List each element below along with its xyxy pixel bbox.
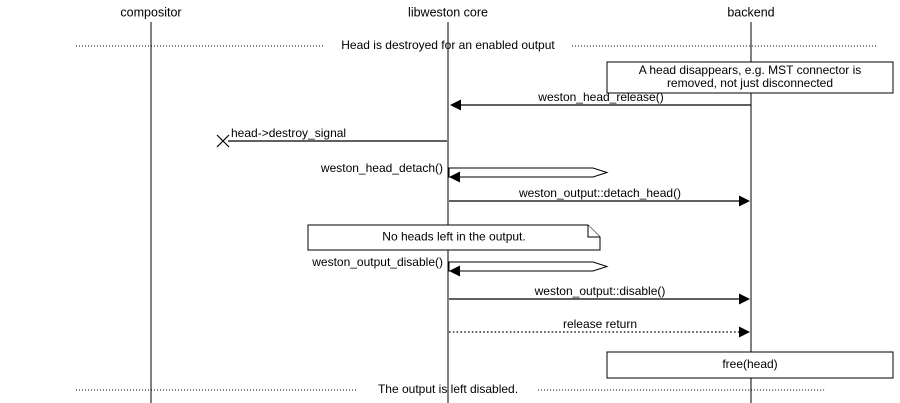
arrowhead-weston-output-disable: [739, 293, 750, 305]
participant-label-backend: backend: [727, 5, 774, 19]
self-loop-shape-weston-output-disable-call: [448, 261, 609, 272]
arrowhead-weston-head-detach: [449, 171, 460, 183]
message-label-weston-output-disable-call: weston_output_disable(): [311, 255, 443, 269]
message-weston-head-release: weston_head_release(): [450, 90, 751, 111]
divider-label-0: Head is destroyed for an enabled output: [341, 38, 555, 52]
message-weston-output-disable-call: weston_output_disable(): [311, 255, 609, 277]
note-mst: A head disappears, e.g. MST connector is…: [606, 61, 894, 94]
message-label-weston-output-disable: weston_output::disable(): [534, 284, 666, 298]
lifelines-layer: compositor libweston core backend: [120, 5, 775, 403]
note-no-heads-fold: [587, 225, 600, 238]
note-no-heads-body: [307, 224, 601, 251]
dividers-layer: Head is destroyed for an enabled outputT…: [76, 38, 878, 396]
message-label-weston-head-release: weston_head_release(): [537, 90, 663, 104]
participant-label-compositor: compositor: [120, 5, 181, 19]
message-label-head-destroy-signal: head->destroy_signal: [231, 126, 346, 140]
messages-layer: weston_head_release() head->destroy_signa…: [216, 90, 751, 338]
note-free-head-line-0: free(head): [722, 357, 777, 371]
participant-label-libweston-core: libweston core: [408, 5, 488, 19]
arrowhead-release-return: [739, 326, 750, 338]
arrowhead-weston-output-detach-head: [739, 195, 750, 207]
message-weston-head-detach: weston_head_detach(): [320, 161, 609, 183]
note-mst-body: [606, 61, 894, 94]
lost-marker-stroke-b: [216, 134, 230, 148]
message-weston-output-detach-head: weston_output::detach_head(): [449, 186, 750, 207]
note-mst-line-0: A head disappears, e.g. MST connector is: [639, 63, 862, 77]
note-free-head-body: [606, 351, 894, 379]
notes-layer: A head disappears, e.g. MST connector is…: [307, 61, 894, 379]
arrowhead-weston-output-disable-call: [449, 265, 460, 277]
message-head-destroy-signal: head->destroy_signal: [216, 126, 447, 148]
divider-label-1: The output is left disabled.: [378, 382, 518, 396]
self-loop-shape-weston-head-detach: [448, 167, 609, 178]
message-label-weston-output-detach-head: weston_output::detach_head(): [518, 186, 681, 200]
note-free-head: free(head): [606, 351, 894, 379]
message-weston-output-disable: weston_output::disable(): [449, 284, 750, 305]
note-no-heads-line-0: No heads left in the output.: [382, 230, 525, 244]
note-no-heads: No heads left in the output.: [307, 224, 601, 251]
message-label-release-return: release return: [563, 317, 637, 331]
arrowhead-weston-head-release: [450, 99, 461, 111]
message-label-weston-head-detach: weston_head_detach(): [320, 161, 443, 175]
message-release-return: release return: [449, 317, 750, 338]
note-mst-line-1: removed, not just disconnected: [667, 76, 833, 90]
